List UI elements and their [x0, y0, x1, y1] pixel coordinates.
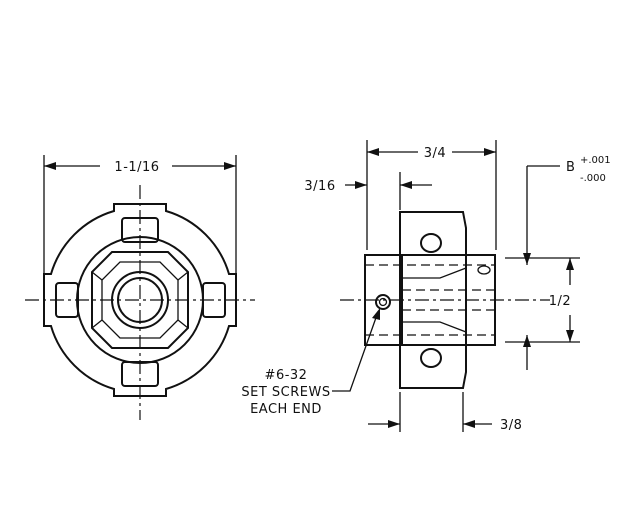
side-view-right-hub [466, 254, 496, 346]
end-view-jaw-outline [91, 251, 189, 349]
lug-pad-left [55, 282, 79, 318]
arrow [400, 181, 412, 189]
arrow [388, 420, 400, 428]
set-screw-socket [378, 297, 388, 307]
arrow [372, 308, 380, 320]
arrow [355, 181, 367, 189]
set-screw-note-line3: EACH END [250, 402, 322, 417]
pin-hole-bottom [420, 348, 442, 368]
end-view: 1-1/16 [25, 155, 255, 420]
set-screw [375, 294, 391, 310]
arrow [463, 420, 475, 428]
lug-pad-bottom [121, 361, 159, 387]
arrow [523, 335, 531, 347]
side-view: 3/4 3/16 B +.001 -.000 1/2 3/8 [304, 140, 611, 433]
set-screw-offset-label: 3/16 [304, 179, 335, 194]
jaw-edge [177, 271, 189, 281]
overall-diameter-label: 1-1/16 [114, 160, 159, 175]
end-view-bore-inner [117, 277, 163, 323]
end-view-jaw-inner [101, 261, 179, 339]
arrow [523, 253, 531, 265]
arrow [566, 330, 574, 342]
arrow [44, 162, 56, 170]
lug-pad-top [121, 217, 159, 243]
hub-length-label: 3/8 [500, 418, 522, 433]
small-hole [477, 265, 491, 275]
arrow [566, 258, 574, 270]
pin-hole-top [420, 233, 442, 253]
bore-label: B [566, 160, 575, 175]
arrow [484, 148, 496, 156]
bore-diameter-label: 1/2 [549, 294, 571, 309]
arrow [224, 162, 236, 170]
jaw-edge [91, 271, 103, 281]
jaw-profile-top [402, 267, 467, 279]
side-view-outer-body [399, 211, 467, 389]
lug-pad-right [202, 282, 226, 318]
jaw-edge [177, 319, 189, 329]
arrow [367, 148, 379, 156]
overall-length-label: 3/4 [424, 146, 446, 161]
jaw-edge [91, 319, 103, 329]
end-view-bore-outer [111, 271, 169, 329]
set-screw-leader [332, 311, 379, 392]
set-screw-note-line1: #6-32 [265, 368, 308, 383]
set-screw-note-line2: SET SCREWS [241, 385, 330, 400]
bore-tol-minus: -.000 [580, 173, 606, 184]
jaw-profile-bottom [402, 321, 467, 333]
bore-tol-plus: +.001 [580, 155, 611, 166]
end-view-outer-outline [43, 203, 237, 397]
